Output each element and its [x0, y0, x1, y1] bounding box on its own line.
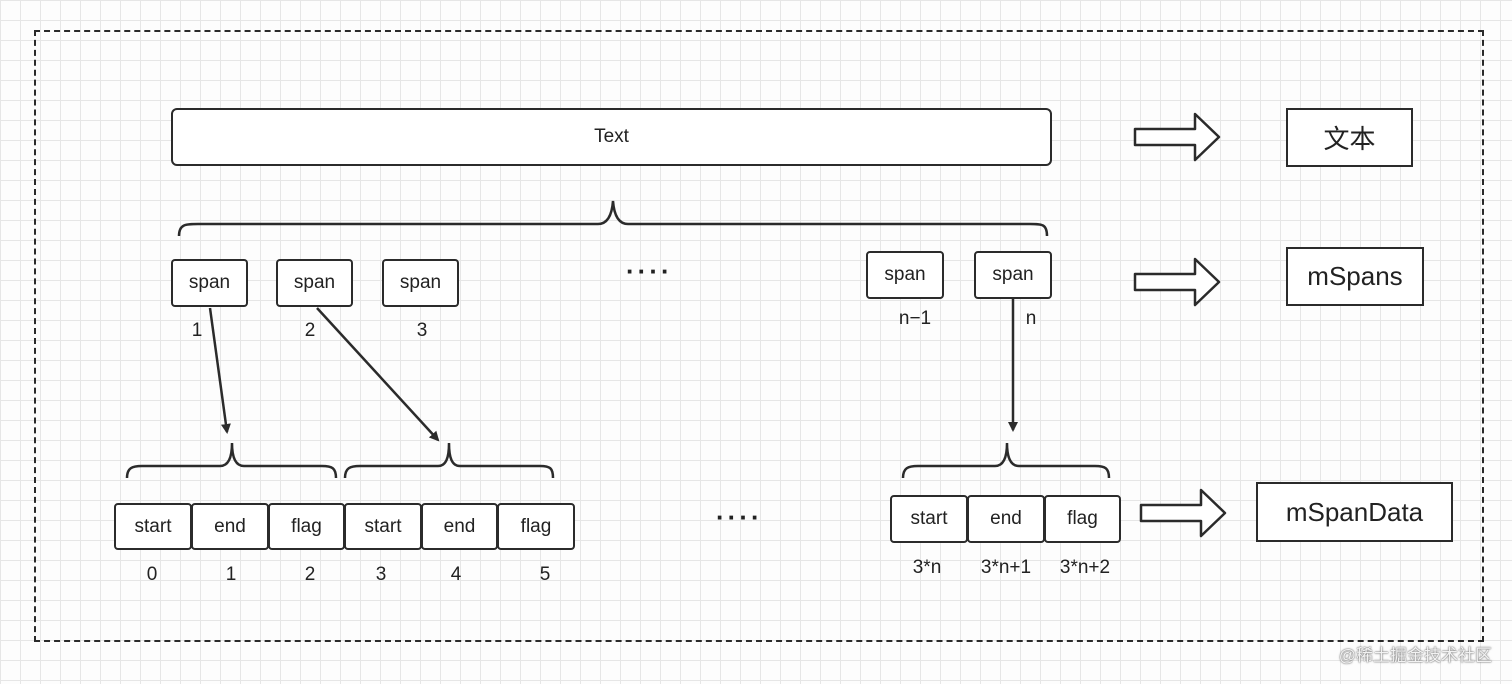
- span-data-index: 4: [450, 564, 462, 585]
- span-data-cell-label: flag: [520, 515, 552, 537]
- spans-ellipsis: ····: [626, 256, 673, 286]
- text-box: Text: [171, 108, 1052, 166]
- span-box: span: [276, 259, 353, 307]
- label-mspans: mSpans: [1286, 247, 1424, 306]
- span-data-index: 5: [539, 564, 551, 585]
- span-box: span: [382, 259, 459, 307]
- span-box: span: [974, 251, 1052, 299]
- span-box: span: [171, 259, 248, 307]
- label-mspandata-value: mSpanData: [1285, 496, 1424, 527]
- label-text-value: 文本: [1323, 124, 1376, 154]
- span-index: 2: [304, 320, 316, 341]
- span-data-cell: start: [344, 503, 422, 550]
- span-data-cell: end: [421, 503, 498, 550]
- span-data-cell-label: end: [443, 515, 476, 537]
- span-box-label: span: [884, 264, 926, 285]
- span-index: 3: [416, 320, 428, 341]
- text-box-label: Text: [594, 126, 629, 147]
- span-data-index: 0: [146, 564, 158, 585]
- span-box: span: [866, 251, 944, 299]
- span-box-label: span: [188, 272, 231, 293]
- span-data-cell: start: [114, 503, 192, 550]
- span-data-index: 2: [304, 564, 316, 585]
- span-data-index: 3: [375, 564, 387, 585]
- span-data-cell-label: flag: [1067, 508, 1098, 529]
- span-index: n: [1025, 308, 1037, 329]
- span-box-label: span: [992, 264, 1034, 285]
- span-index: 1: [191, 320, 203, 341]
- label-mspandata: mSpanData: [1256, 482, 1453, 542]
- span-data-cell: end: [967, 495, 1045, 543]
- span-data-cell: flag: [497, 503, 575, 550]
- data-ellipsis: ····: [716, 502, 763, 532]
- span-data-cell-label: flag: [291, 515, 322, 537]
- span-data-index: 3*n: [912, 557, 942, 578]
- span-data-cell: flag: [1044, 495, 1121, 543]
- span-data-index: 3*n+2: [1059, 557, 1111, 578]
- span-index: n−1: [898, 308, 932, 329]
- span-box-label: span: [293, 272, 336, 293]
- watermark: @稀土掘金技术社区: [1338, 646, 1492, 665]
- span-data-cell: end: [191, 503, 269, 550]
- span-data-cell-label: start: [364, 515, 402, 537]
- span-data-cell-label: end: [990, 508, 1022, 529]
- span-data-cell-label: end: [214, 515, 246, 537]
- span-data-cell: start: [890, 495, 968, 543]
- span-data-cell: flag: [268, 503, 345, 550]
- span-data-index: 1: [225, 564, 237, 585]
- span-data-cell-label: start: [910, 508, 948, 529]
- span-box-label: span: [399, 272, 442, 293]
- diagram-frame: [34, 30, 1484, 642]
- span-data-index: 3*n+1: [980, 557, 1032, 578]
- label-mspans-value: mSpans: [1307, 261, 1403, 291]
- label-text: 文本: [1286, 108, 1413, 167]
- span-data-cell-label: start: [134, 515, 172, 537]
